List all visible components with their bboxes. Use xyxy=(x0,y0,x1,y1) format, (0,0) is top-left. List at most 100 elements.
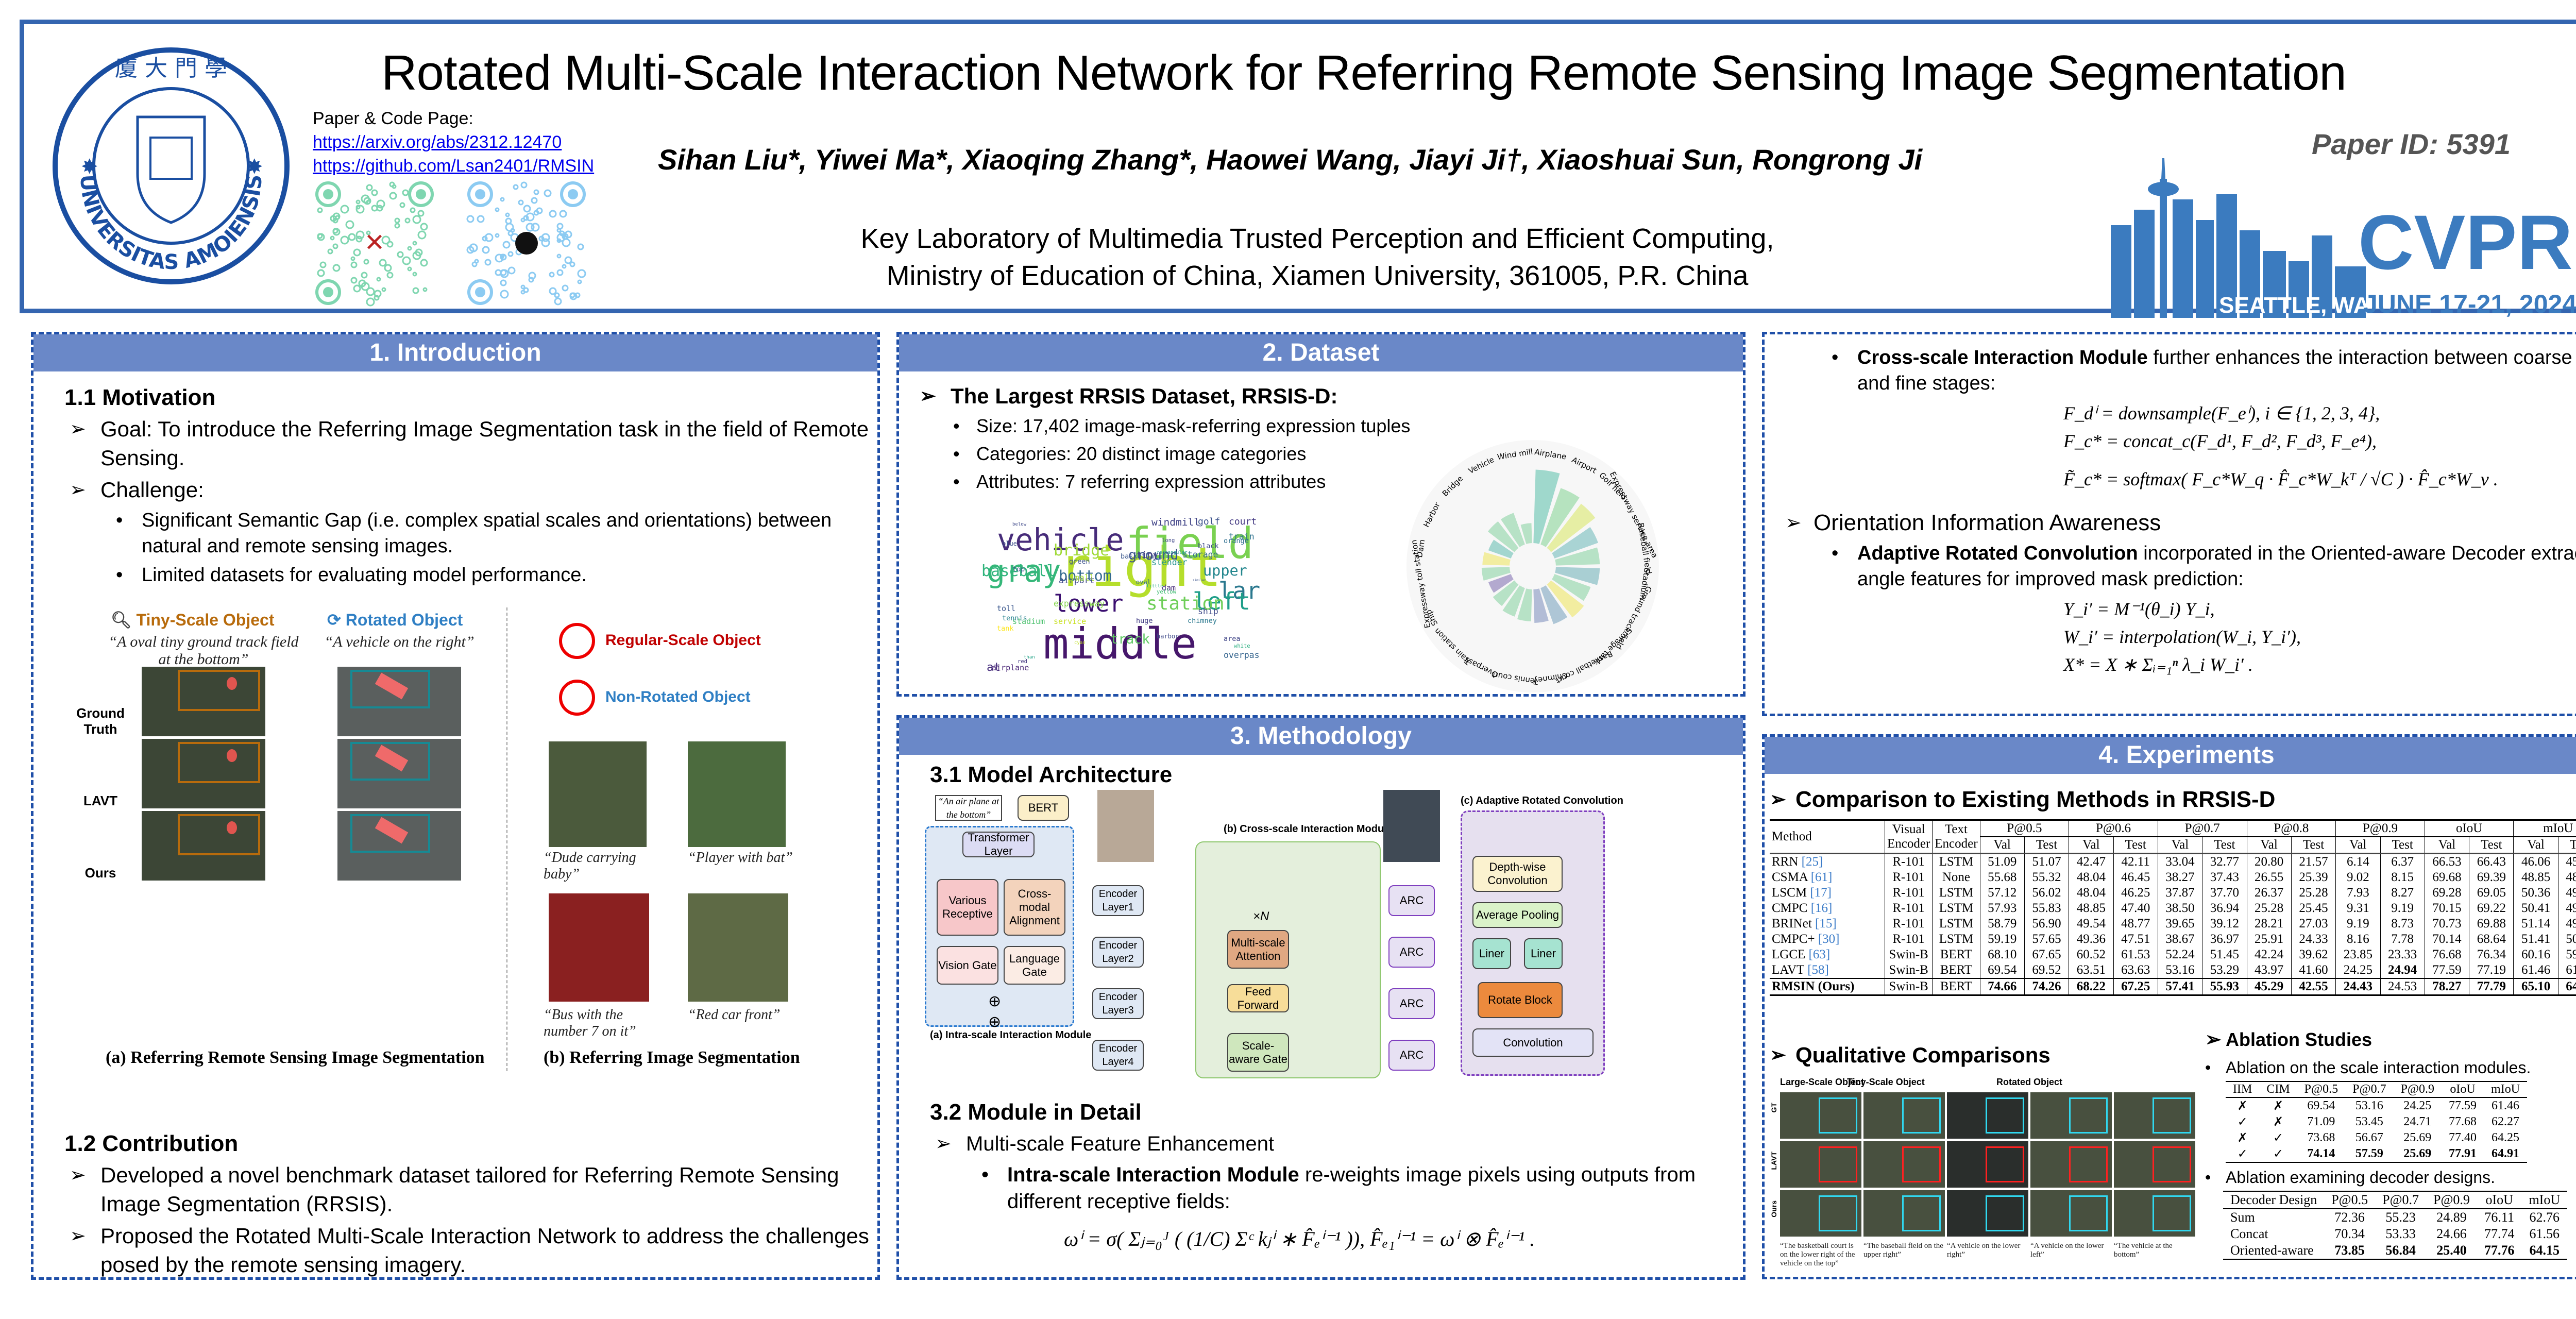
method-name: LSCM xyxy=(1772,886,1807,900)
metric-cell: 39.12 xyxy=(2202,916,2247,932)
polar-bar xyxy=(1481,567,1511,581)
metric-cell: 23.33 xyxy=(2380,947,2425,962)
github-link[interactable]: https://github.com/Lsan2401/RMSIN xyxy=(313,156,595,176)
polar-bar xyxy=(1547,503,1596,552)
citation-link[interactable]: [17] xyxy=(1810,886,1832,900)
ablation-cell: 64.15 xyxy=(2529,1243,2560,1258)
zoom-box xyxy=(350,742,430,781)
method-name: BRINet xyxy=(1772,917,1812,931)
metric-cell: 69.22 xyxy=(2469,901,2514,916)
metric-cell: 66.43 xyxy=(2469,853,2514,870)
natural-caption: “Bus with the number 7 on it” xyxy=(544,1007,636,1039)
zoom-box xyxy=(2153,1146,2191,1182)
paper-id: Paper ID: 5391 xyxy=(2312,128,2511,160)
text-encoder-cell: None xyxy=(1932,870,1980,885)
col-split: Test xyxy=(2557,837,2576,854)
citation-link[interactable]: [16] xyxy=(1810,901,1833,915)
iim-equation: ωⁱ = σ( Σⱼ₌₀ᴶ ( (1/C) Σᶜ kⱼⁱ ∗ F̂ₑⁱ⁻¹ ))… xyxy=(1064,1227,1535,1250)
segmentation-mask xyxy=(227,677,237,690)
tiny-scale-legend: 🔍︎ Tiny-Scale Object xyxy=(111,611,275,629)
wordcloud-word: toll xyxy=(997,604,1016,613)
cim-equation: F_c* = concat_c(F_d¹, F_d², F_d³, F_e⁴), xyxy=(2063,431,2377,451)
contribution-text: Proposed the Rotated Multi-Scale Interac… xyxy=(100,1224,869,1277)
ablation-cell: 77.40 xyxy=(2449,1131,2477,1144)
citation-link[interactable]: [15] xyxy=(1815,917,1837,931)
visual-encoder-cell: R-101 xyxy=(1884,885,1933,901)
citation-link[interactable]: [61] xyxy=(1810,870,1833,884)
citation-link[interactable]: [30] xyxy=(1818,932,1840,946)
method-name: CMPC xyxy=(1772,901,1808,915)
polar-bar xyxy=(1482,552,1511,566)
citation-link[interactable]: [63] xyxy=(1808,948,1831,961)
text-input: “An air plane at the bottom” xyxy=(935,795,1002,821)
goal-text: Goal: To introduce the Referring Image S… xyxy=(100,417,869,470)
polar-bar xyxy=(1552,527,1598,559)
metric-cell: 41.60 xyxy=(2291,962,2336,978)
metric-cell: 70.14 xyxy=(2424,932,2469,947)
ablation-cell: ✗ xyxy=(2237,1100,2248,1113)
wordcloud-word: bottom xyxy=(1059,567,1112,584)
dot-bullet-icon: • xyxy=(2205,1058,2211,1077)
encoder-layer: Encoder Layer4 xyxy=(1092,1040,1144,1071)
zoom-box xyxy=(2153,1195,2191,1231)
ablation-cell: ✗ xyxy=(2273,1100,2284,1113)
wordcloud-word: expressway xyxy=(1054,599,1105,608)
zoom-box xyxy=(1902,1146,1941,1182)
method-cell: RMSIN (Ours) xyxy=(1770,978,1885,994)
metric-cell: 9.19 xyxy=(2380,901,2425,916)
experiments-panel: 4. Experiments ➢Comparison to Existing M… xyxy=(1762,734,2576,1279)
visual-encoder-cell: R-101 xyxy=(1884,853,1933,870)
wordcloud-word: similar xyxy=(1193,579,1206,582)
ablation-cell: 55.23 xyxy=(2385,1210,2416,1225)
arxiv-qr-code[interactable]: ✕ xyxy=(313,179,436,308)
metric-cell: 45.29 xyxy=(2246,978,2292,994)
poster-header: 廈 大 門 學 UNIVERSITAS AMOIENSIS ✸ ✸ Rotate… xyxy=(20,20,2576,318)
metric-cell: 24.33 xyxy=(2291,932,2336,947)
wordcloud-word: train xyxy=(1229,532,1255,542)
github-qr-code[interactable] xyxy=(465,179,588,308)
qualitative-caption: “The basketball court is on the lower ri… xyxy=(1780,1242,1855,1267)
ablation-cell: 61.56 xyxy=(2529,1226,2560,1241)
svg-text:JUNE 17-21, 2024: JUNE 17-21, 2024 xyxy=(2363,290,2576,318)
ablation-cell: ✓ xyxy=(2237,1147,2248,1161)
arrow-bullet-icon: ➢ xyxy=(70,1164,86,1186)
github-icon xyxy=(515,232,538,255)
citation-link[interactable]: [25] xyxy=(1801,855,1823,869)
ablation-cell: ✗ xyxy=(2237,1131,2248,1145)
method-name: CSMA xyxy=(1772,870,1808,884)
metric-cell: 6.37 xyxy=(2380,853,2425,870)
ablation-title-text: Ablation Studies xyxy=(2226,1029,2372,1050)
metric-cell: 70.15 xyxy=(2424,901,2469,916)
metric-cell: 56.90 xyxy=(2024,916,2069,932)
convolution-block: Convolution xyxy=(1472,1028,1594,1057)
metric-cell: 45.64 xyxy=(2557,853,2576,870)
metric-cell: 9.31 xyxy=(2335,901,2380,916)
svg-text:✸: ✸ xyxy=(81,156,98,178)
arxiv-link[interactable]: https://arxiv.org/abs/2312.12470 xyxy=(313,132,562,152)
method-name: RRN xyxy=(1772,855,1799,869)
metric-cell: 25.39 xyxy=(2291,870,2336,885)
contribution-item: ➢Developed a novel benchmark dataset tai… xyxy=(33,1161,877,1219)
metric-cell: 60.16 xyxy=(2513,947,2558,962)
arc-equation: Y_i′ = M⁻¹(θ_i) Y_i, xyxy=(2063,599,2215,619)
affiliation-line: Key Laboratory of Multimedia Trusted Per… xyxy=(860,223,1774,254)
wordcloud-word: than xyxy=(1024,655,1035,660)
metric-cell: 42.47 xyxy=(2069,853,2114,870)
ablation-col-header: mIoU xyxy=(2491,1083,2520,1096)
challenge-bullet: •Significant Semantic Gap (i.e. complex … xyxy=(33,508,877,559)
ablation-col-header: P@0.9 xyxy=(2433,1192,2470,1207)
qualitative-image xyxy=(1780,1190,1861,1237)
polar-bar xyxy=(1487,521,1519,552)
ablation-col-header: oIoU xyxy=(2485,1192,2513,1207)
citation-link[interactable]: [58] xyxy=(1807,963,1829,977)
visual-encoder-cell: Swin-B xyxy=(1884,978,1933,994)
metric-cell: 27.03 xyxy=(2291,916,2336,932)
ablation-cell: 70.34 xyxy=(2334,1226,2365,1241)
metric-cell: 51.09 xyxy=(1979,853,2025,870)
zoom-box xyxy=(178,742,260,783)
metric-cell: 7.78 xyxy=(2380,932,2425,947)
visual-encoder-cell: Swin-B xyxy=(1884,962,1933,978)
